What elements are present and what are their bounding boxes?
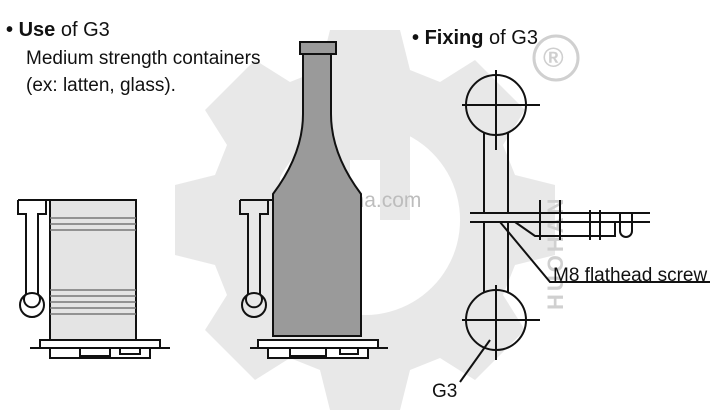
can-illustration bbox=[17, 199, 170, 359]
registered-mark-glyph: ® bbox=[543, 42, 564, 73]
use-description-line2: (ex: latten, glass). bbox=[26, 75, 176, 96]
bottle-illustration bbox=[239, 41, 388, 359]
fixing-keyword: Fixing bbox=[424, 27, 484, 49]
fixing-illustration bbox=[459, 70, 710, 383]
fixing-heading: • Fixing of G3 bbox=[412, 28, 538, 48]
use-heading: • Use of G3 bbox=[6, 20, 110, 40]
bullet-glyph: • bbox=[6, 19, 14, 41]
bullet-glyph: • bbox=[412, 27, 420, 49]
use-code: G3 bbox=[83, 19, 110, 41]
registered-mark-icon bbox=[532, 34, 580, 82]
part-callout-label: G3 bbox=[432, 381, 458, 402]
fixing-code: G3 bbox=[511, 27, 538, 49]
use-keyword: Use bbox=[18, 19, 56, 41]
screw-callout-label: M8 flathead screw bbox=[553, 265, 708, 286]
fixing-connector: of bbox=[489, 27, 506, 49]
use-connector: of bbox=[60, 19, 78, 41]
use-description-line1: Medium strength containers bbox=[26, 48, 261, 69]
